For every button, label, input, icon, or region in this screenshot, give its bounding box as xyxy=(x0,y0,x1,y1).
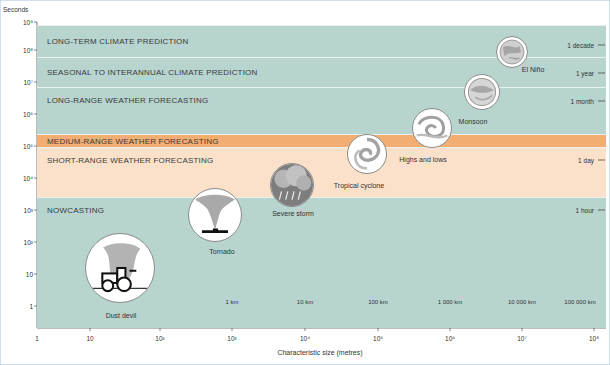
forecast-band: LONG-RANGE WEATHER FORECASTING xyxy=(37,87,606,134)
y-tick: 10² xyxy=(24,239,33,246)
x-tick: 10⁴ xyxy=(300,335,310,342)
x-tick: 10⁵ xyxy=(373,335,383,342)
phenomenon-icon xyxy=(189,189,241,241)
storm-bubble: Severe storm xyxy=(270,163,314,207)
km-label: 100 000 km xyxy=(564,299,595,305)
phenomenon-label: Highs and lows xyxy=(399,156,446,163)
time-tick xyxy=(598,101,605,102)
phenomenon-label: Monsoon xyxy=(459,118,488,125)
phenomenon-label: Tropical cyclone xyxy=(334,182,384,189)
time-tick xyxy=(598,73,605,74)
km-label: 1 km xyxy=(225,299,238,305)
y-tick: 10⁶ xyxy=(23,111,33,118)
time-label: 1 hour xyxy=(576,207,594,214)
band-title: MEDIUM-RANGE WEATHER FORECASTING xyxy=(47,137,219,146)
band-title: LONG-TERM CLIMATE PREDICTION xyxy=(47,37,188,46)
el-nino-bubble: El Niño xyxy=(496,36,528,68)
phenomenon-icon xyxy=(271,164,313,206)
time-tick xyxy=(598,210,605,211)
band-title: LONG-RANGE WEATHER FORECASTING xyxy=(47,96,208,105)
phenomenon-icon xyxy=(497,37,527,67)
phenomenon-label: Tornado xyxy=(209,248,234,255)
x-tick: 10² xyxy=(155,335,164,342)
km-label: 10 km xyxy=(297,299,313,305)
phenomenon-label: Severe storm xyxy=(272,210,314,217)
x-tick: 10⁷ xyxy=(517,335,527,342)
cyclone-bubble: Tropical cyclone xyxy=(347,134,387,174)
time-label: 1 decade xyxy=(567,42,594,49)
y-tick: 10³ xyxy=(24,207,33,214)
y-tick: 10 xyxy=(26,271,33,278)
km-label: 100 km xyxy=(368,299,388,305)
forecast-band: SHORT-RANGE WEATHER FORECASTING xyxy=(37,147,606,197)
y-tick: 10⁸ xyxy=(23,47,33,54)
phenomenon-icon xyxy=(413,109,451,147)
time-label: 1 year xyxy=(576,70,594,77)
x-tick: 1 xyxy=(35,335,39,342)
x-tick: 10⁸ xyxy=(589,335,599,342)
band-title: SHORT-RANGE WEATHER FORECASTING xyxy=(47,156,213,165)
x-tick: 10³ xyxy=(227,335,236,342)
y-tick: 10⁹ xyxy=(23,19,33,26)
x-tick: 10⁶ xyxy=(445,335,455,342)
band-title: SEASONAL TO INTERANNUAL CLIMATE PREDICTI… xyxy=(47,68,258,77)
time-tick xyxy=(598,160,605,161)
km-label: 10 000 km xyxy=(508,299,536,305)
phenomenon-icon xyxy=(86,234,154,302)
y-tick: 10⁷ xyxy=(23,79,33,86)
y-tick: 10⁵ xyxy=(23,143,33,150)
time-label: 1 day xyxy=(578,157,594,164)
dust-devil-bubble: Dust devil xyxy=(85,233,155,303)
km-label: 1 000 km xyxy=(438,299,463,305)
axis-title: Seconds xyxy=(3,6,28,13)
phenomenon-icon xyxy=(465,75,499,109)
axis-title: Characteristic size (metres) xyxy=(277,349,362,356)
y-tick: 1 xyxy=(29,303,33,310)
phenomenon-label: El Niño xyxy=(522,66,545,73)
band-title: NOWCASTING xyxy=(47,206,104,215)
monsoon-bubble: Monsoon xyxy=(464,74,500,110)
time-label: 1 month xyxy=(571,98,595,105)
tornado-bubble: Tornado xyxy=(188,188,242,242)
x-tick: 10 xyxy=(86,335,93,342)
time-tick xyxy=(598,45,605,46)
forecast-band: MEDIUM-RANGE WEATHER FORECASTING xyxy=(37,134,606,147)
highs-lows-bubble: Highs and lows xyxy=(412,108,452,148)
y-tick: 10⁴ xyxy=(23,175,33,182)
phenomenon-label: Dust devil xyxy=(106,312,137,319)
phenomenon-icon xyxy=(348,135,386,173)
